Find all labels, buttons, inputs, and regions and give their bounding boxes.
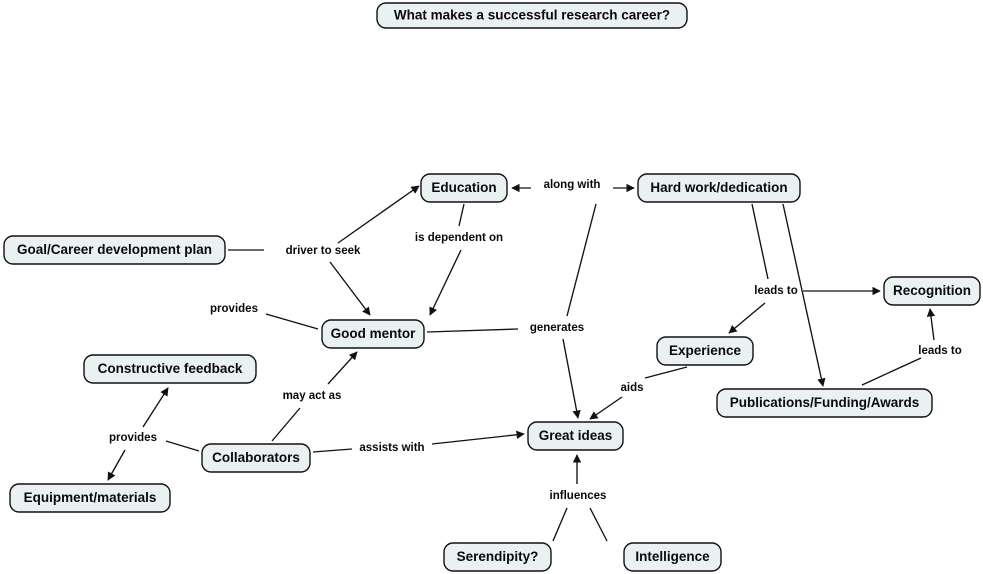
edge-label: driver to seek	[286, 245, 361, 257]
edge-influences: influences	[550, 454, 608, 542]
node-box[interactable]	[321, 319, 425, 349]
edge-segment	[271, 407, 301, 442]
edge-provides: provides	[107, 387, 200, 481]
edge-segment	[329, 261, 371, 316]
node-label: Collaborators	[212, 450, 300, 465]
node-label: Constructive feedback	[98, 361, 243, 376]
edge-segment	[782, 203, 826, 387]
node-goal[interactable]: Goal/Career development plan	[3, 235, 226, 265]
node-experience[interactable]: Experience	[656, 336, 754, 366]
node-box[interactable]	[623, 542, 722, 572]
edge-is-dependent-on: is dependent on	[415, 203, 503, 316]
edge-driver-to-seek: driver to seek	[228, 185, 420, 316]
node-label: Intelligence	[635, 549, 710, 564]
node-intelligence[interactable]: Intelligence	[623, 542, 722, 572]
node-label: Hard work/dedication	[650, 180, 787, 195]
node-feedback[interactable]: Constructive feedback	[83, 354, 257, 384]
node-label: Good mentor	[331, 326, 416, 341]
edge-generates: generates	[426, 203, 597, 419]
edge-label: influences	[550, 490, 607, 502]
map-title-label: What makes a successful research career?	[394, 8, 670, 23]
edge-segment	[589, 396, 623, 420]
edge-segment	[426, 328, 519, 333]
edge-segment	[265, 313, 319, 330]
edge-segment	[337, 185, 420, 244]
edge-label: leads to	[918, 345, 961, 357]
node-box[interactable]	[637, 173, 801, 203]
edge-segment	[458, 203, 465, 227]
nodes-layer: Goal/Career development plan Education Har…	[3, 173, 981, 572]
edge-segment	[644, 366, 688, 379]
node-label: Experience	[669, 343, 742, 358]
title-layer: What makes a successful research career?	[376, 2, 688, 29]
node-label: Great ideas	[539, 428, 613, 443]
edge-segment	[728, 302, 766, 334]
node-box[interactable]	[3, 235, 226, 265]
edge-segment	[589, 507, 608, 542]
node-box[interactable]	[716, 388, 933, 418]
edge-label: provides	[210, 303, 258, 315]
node-box[interactable]	[420, 173, 508, 203]
node-label: Serendipity?	[457, 549, 539, 564]
node-greatideas[interactable]: Great ideas	[527, 421, 624, 451]
node-box[interactable]	[527, 421, 624, 451]
edge-segment	[552, 507, 568, 542]
node-recognition[interactable]: Recognition	[883, 276, 981, 306]
node-publications[interactable]: Publications/Funding/Awards	[716, 388, 933, 418]
map-title-box[interactable]	[376, 2, 688, 29]
node-box[interactable]	[656, 336, 754, 366]
edge-label: leads to	[754, 285, 797, 297]
edge-label: assists with	[359, 442, 424, 454]
node-serendipity[interactable]: Serendipity?	[443, 542, 552, 572]
edge-aids: aids	[589, 366, 688, 420]
edges-layer: driver to seek along with is dependent on l…	[107, 179, 962, 542]
edge-segment	[431, 430, 525, 445]
edge-assists-with: assists with	[312, 430, 525, 454]
node-label: Equipment/materials	[24, 490, 157, 505]
node-collaborators[interactable]: Collaborators	[201, 443, 311, 473]
edge-provides-mentor: provides	[210, 303, 319, 330]
node-label: Publications/Funding/Awards	[730, 395, 920, 410]
edge-segment	[566, 203, 597, 317]
node-box[interactable]	[9, 483, 171, 513]
node-equipment[interactable]: Equipment/materials	[9, 483, 171, 513]
edge-label: generates	[530, 322, 584, 334]
edge-label: is dependent on	[415, 232, 503, 244]
node-education[interactable]: Education	[420, 173, 508, 203]
node-label: Goal/Career development plan	[17, 242, 212, 257]
node-box[interactable]	[883, 276, 981, 306]
node-label: Education	[431, 180, 496, 195]
edge-leads-to-hardwork: leads to	[728, 203, 881, 387]
node-hardwork[interactable]: Hard work/dedication	[637, 173, 801, 203]
edge-label: along with	[544, 179, 601, 191]
edge-segment	[861, 357, 922, 386]
edge-segment	[142, 387, 169, 428]
node-box[interactable]	[201, 443, 311, 473]
node-box[interactable]	[443, 542, 552, 572]
edge-segment	[327, 351, 358, 385]
edge-may-act-as: may act as	[271, 351, 358, 442]
node-label: Recognition	[893, 283, 971, 298]
edge-segment	[926, 308, 936, 341]
edge-label: may act as	[283, 390, 342, 402]
edge-segment	[165, 440, 200, 452]
edge-leads-to-recognition: leads to	[861, 308, 962, 386]
edge-segment	[107, 449, 126, 481]
node-goodmentor[interactable]: Good mentor	[321, 319, 425, 349]
node-box[interactable]	[83, 354, 257, 384]
map-title[interactable]: What makes a successful research career?	[376, 2, 688, 29]
edge-segment	[562, 338, 581, 419]
edge-segment	[751, 203, 769, 280]
edge-segment	[312, 448, 353, 453]
edge-label: provides	[109, 432, 157, 444]
edge-label: aids	[620, 382, 643, 394]
edge-segment	[429, 249, 462, 316]
edge-along-with: along with	[511, 179, 635, 193]
